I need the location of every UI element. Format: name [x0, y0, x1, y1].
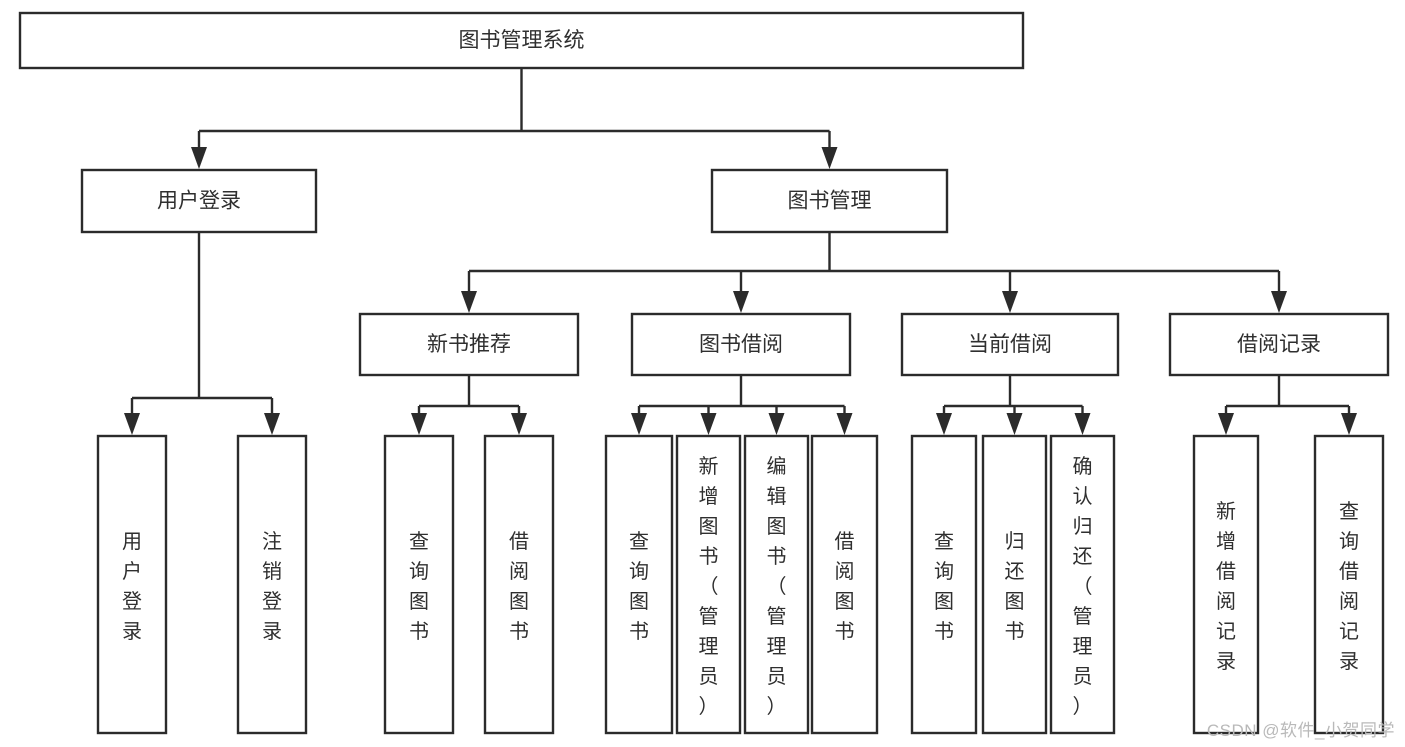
arrow-head-icon	[461, 291, 477, 313]
node-leaf-query-book-2[interactable]: 查询图书	[604, 434, 674, 735]
arrow-head-icon	[1074, 413, 1091, 435]
node-box[interactable]	[675, 434, 742, 735]
watermark: CSDN @软件_小贺同学	[1206, 721, 1395, 740]
connector-group-user-login	[124, 232, 280, 435]
node-box[interactable]	[1313, 434, 1385, 735]
node-leaf-logout[interactable]: 注销登录	[236, 434, 308, 735]
arrow-head-icon	[631, 413, 647, 435]
arrow-head-icon	[821, 147, 838, 169]
node-box[interactable]	[900, 312, 1120, 377]
node-label: 编辑图书（管理员）	[767, 455, 787, 718]
arrow-head-icon	[1002, 291, 1018, 313]
node-box[interactable]	[604, 434, 674, 735]
node-label: 当前借阅	[968, 333, 1052, 356]
node-label: 查询图书	[409, 530, 429, 643]
connector-group-new-book-rec	[411, 375, 527, 435]
node-box[interactable]	[630, 312, 852, 377]
node-leaf-borrow-book-2[interactable]: 借阅图书	[810, 434, 879, 735]
node-label: 新增图书（管理员）	[699, 455, 719, 718]
arrow-head-icon	[936, 413, 952, 435]
node-leaf-borrow-book-1[interactable]: 借阅图书	[483, 434, 555, 735]
node-leaf-query-book-1[interactable]: 查询图书	[383, 434, 455, 735]
connector-group-root	[191, 68, 838, 169]
arrow-head-icon	[1271, 291, 1287, 313]
node-leaf-add-record[interactable]: 新增借阅记录	[1192, 434, 1260, 735]
arrow-head-icon	[768, 413, 785, 435]
node-leaf-add-book[interactable]: 新增图书（管理员）	[675, 434, 742, 735]
arrow-head-icon	[733, 291, 749, 313]
connector-group-borrow-record	[1218, 375, 1357, 435]
connector-layer	[124, 68, 1357, 435]
node-box[interactable]	[96, 434, 168, 735]
node-current-borrow[interactable]: 当前借阅	[900, 312, 1120, 377]
node-box[interactable]	[1192, 434, 1260, 735]
node-box[interactable]	[710, 168, 949, 234]
node-book-manage[interactable]: 图书管理	[710, 168, 949, 234]
node-label: 注销登录	[262, 530, 282, 643]
node-box[interactable]	[80, 168, 318, 234]
node-box[interactable]	[18, 11, 1025, 70]
node-label: 查询借阅记录	[1339, 500, 1359, 673]
node-label: 查询图书	[629, 530, 649, 643]
node-borrow-record[interactable]: 借阅记录	[1168, 312, 1390, 377]
connector-group-book-borrow	[631, 375, 853, 435]
node-label: 借阅图书	[509, 530, 529, 643]
node-leaf-query-record[interactable]: 查询借阅记录	[1313, 434, 1385, 735]
node-box[interactable]	[383, 434, 455, 735]
node-label: 借阅图书	[835, 530, 855, 643]
arrow-head-icon	[124, 413, 140, 435]
node-label: 用户登录	[157, 190, 241, 213]
node-label: 图书借阅	[699, 333, 783, 356]
arrow-head-icon	[264, 413, 280, 435]
node-box[interactable]	[910, 434, 978, 735]
arrow-head-icon	[1341, 413, 1357, 435]
node-box[interactable]	[1168, 312, 1390, 377]
node-leaf-confirm-return[interactable]: 确认归还（管理员）	[1049, 434, 1116, 735]
arrow-head-icon	[836, 413, 853, 435]
node-box[interactable]	[1049, 434, 1116, 735]
arrow-head-icon	[511, 413, 527, 435]
node-user-login[interactable]: 用户登录	[80, 168, 318, 234]
arrow-head-icon	[411, 413, 427, 435]
node-leaf-return-book[interactable]: 归还图书	[981, 434, 1048, 735]
node-label: 图书管理	[788, 190, 872, 213]
node-new-book-rec[interactable]: 新书推荐	[358, 312, 580, 377]
arrow-head-icon	[1006, 413, 1023, 435]
node-label: 新增借阅记录	[1216, 500, 1236, 673]
node-label: 查询图书	[934, 530, 954, 643]
node-label: 图书管理系统	[459, 29, 585, 52]
node-root[interactable]: 图书管理系统	[18, 11, 1025, 70]
node-leaf-user-login[interactable]: 用户登录	[96, 434, 168, 735]
node-book-borrow[interactable]: 图书借阅	[630, 312, 852, 377]
connector-group-current-borrow	[936, 375, 1091, 435]
node-leaf-query-book-3[interactable]: 查询图书	[910, 434, 978, 735]
arrow-head-icon	[191, 147, 207, 169]
node-box[interactable]	[810, 434, 879, 735]
node-box[interactable]	[743, 434, 810, 735]
node-label: 用户登录	[122, 531, 142, 643]
node-box[interactable]	[358, 312, 580, 377]
node-leaf-edit-book[interactable]: 编辑图书（管理员）	[743, 434, 810, 735]
node-box[interactable]	[981, 434, 1048, 735]
connector-group-book-manage	[461, 232, 1287, 313]
arrow-head-icon	[1218, 413, 1234, 435]
node-label: 借阅记录	[1237, 333, 1321, 356]
node-label: 新书推荐	[427, 333, 511, 356]
node-label: 确认归还（管理员）	[1073, 455, 1093, 718]
node-label: 归还图书	[1005, 530, 1025, 643]
node-layer: 图书管理系统用户登录图书管理新书推荐图书借阅当前借阅借阅记录用户登录注销登录查询…	[18, 11, 1390, 735]
arrow-head-icon	[700, 413, 717, 435]
node-box[interactable]	[236, 434, 308, 735]
node-box[interactable]	[483, 434, 555, 735]
